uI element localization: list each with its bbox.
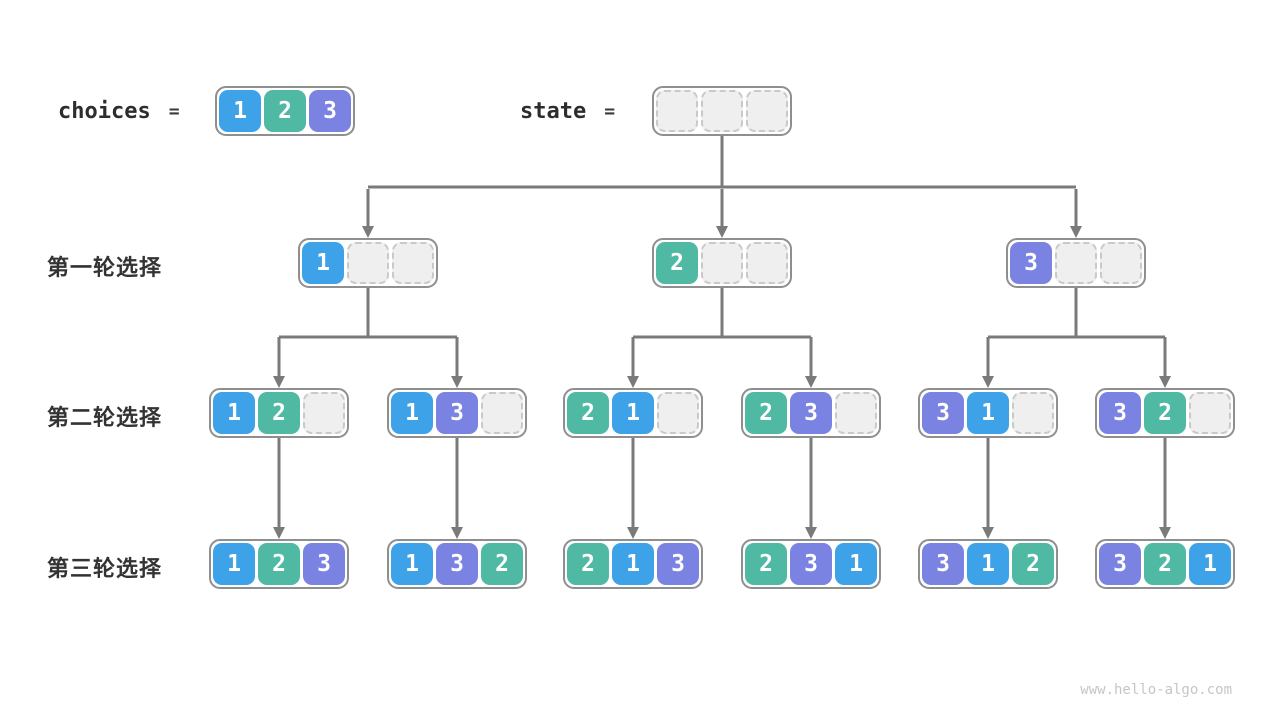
level2-box-13: 1 3: [387, 388, 527, 438]
level3-box-123: 1 2 3: [209, 539, 349, 589]
array-cell: 2: [481, 543, 523, 585]
watermark: www.hello-algo.com: [1080, 682, 1232, 698]
array-cell: 1: [213, 392, 255, 434]
array-cell: 2: [1144, 543, 1186, 585]
array-cell: 1: [967, 543, 1009, 585]
array-cell: 1: [302, 242, 344, 284]
level1-box-3: 3: [1006, 238, 1146, 288]
array-cell: 3: [436, 543, 478, 585]
array-cell: 2: [264, 90, 306, 132]
choices-array-box: 1 2 3: [215, 86, 355, 136]
array-cell: 1: [612, 543, 654, 585]
array-cell: 1: [219, 90, 261, 132]
state-label: state: [520, 98, 587, 124]
array-cell-empty: [347, 242, 389, 284]
level3-box-312: 3 1 2: [918, 539, 1058, 589]
array-cell-empty: [746, 242, 788, 284]
array-cell: 1: [391, 543, 433, 585]
array-cell: 2: [656, 242, 698, 284]
row-label-round-3: 第三轮选择: [47, 557, 163, 582]
array-cell-empty: [303, 392, 345, 434]
state-equals-sign: =: [604, 100, 616, 122]
level2-box-23: 2 3: [741, 388, 881, 438]
array-cell-empty: [481, 392, 523, 434]
connector-split-2: [633, 288, 811, 339]
array-cell: 2: [1012, 543, 1054, 585]
array-cell: 2: [567, 392, 609, 434]
array-cell: 2: [1144, 392, 1186, 434]
array-cell: 3: [922, 392, 964, 434]
connector-split-3: [988, 288, 1165, 339]
level3-box-321: 3 2 1: [1095, 539, 1235, 589]
array-cell: 3: [790, 543, 832, 585]
connector-split-1: [279, 288, 457, 339]
level2-box-31: 3 1: [918, 388, 1058, 438]
choices-label: choices: [58, 98, 151, 124]
array-cell: 2: [258, 543, 300, 585]
array-cell: 1: [213, 543, 255, 585]
connector-state-stem: [368, 136, 1076, 189]
choices-group: choices =: [58, 86, 180, 136]
level3-box-213: 2 1 3: [563, 539, 703, 589]
array-cell: 1: [835, 543, 877, 585]
array-cell: 3: [309, 90, 351, 132]
array-cell: 1: [967, 392, 1009, 434]
array-cell-empty: [835, 392, 877, 434]
array-cell-empty: [1012, 392, 1054, 434]
array-cell-empty: [657, 392, 699, 434]
array-cell: 2: [567, 543, 609, 585]
array-cell: 1: [391, 392, 433, 434]
row-label-round-1: 第一轮选择: [47, 256, 163, 281]
state-array-box: [652, 86, 792, 136]
row-label-round-2: 第二轮选择: [47, 406, 163, 431]
array-cell: 3: [1010, 242, 1052, 284]
level2-box-21: 2 1: [563, 388, 703, 438]
level1-box-1: 1: [298, 238, 438, 288]
array-cell: 3: [1099, 392, 1141, 434]
array-cell: 1: [1189, 543, 1231, 585]
array-cell-empty: [746, 90, 788, 132]
array-cell: 1: [612, 392, 654, 434]
array-cell-empty: [1189, 392, 1231, 434]
array-cell-empty: [701, 242, 743, 284]
state-group: state =: [520, 86, 615, 136]
level1-box-2: 2: [652, 238, 792, 288]
array-cell-empty: [701, 90, 743, 132]
level3-box-231: 2 3 1: [741, 539, 881, 589]
array-cell-empty: [392, 242, 434, 284]
array-cell-empty: [1055, 242, 1097, 284]
array-cell: 2: [745, 543, 787, 585]
array-cell: 2: [745, 392, 787, 434]
array-cell: 3: [436, 392, 478, 434]
choices-equals-sign: =: [168, 100, 180, 122]
array-cell: 2: [258, 392, 300, 434]
array-cell: 3: [790, 392, 832, 434]
array-cell-empty: [656, 90, 698, 132]
array-cell: 3: [922, 543, 964, 585]
array-cell: 3: [1099, 543, 1141, 585]
level2-box-12: 1 2: [209, 388, 349, 438]
level3-box-132: 1 3 2: [387, 539, 527, 589]
array-cell-empty: [1100, 242, 1142, 284]
array-cell: 3: [303, 543, 345, 585]
array-cell: 3: [657, 543, 699, 585]
level2-box-32: 3 2: [1095, 388, 1235, 438]
